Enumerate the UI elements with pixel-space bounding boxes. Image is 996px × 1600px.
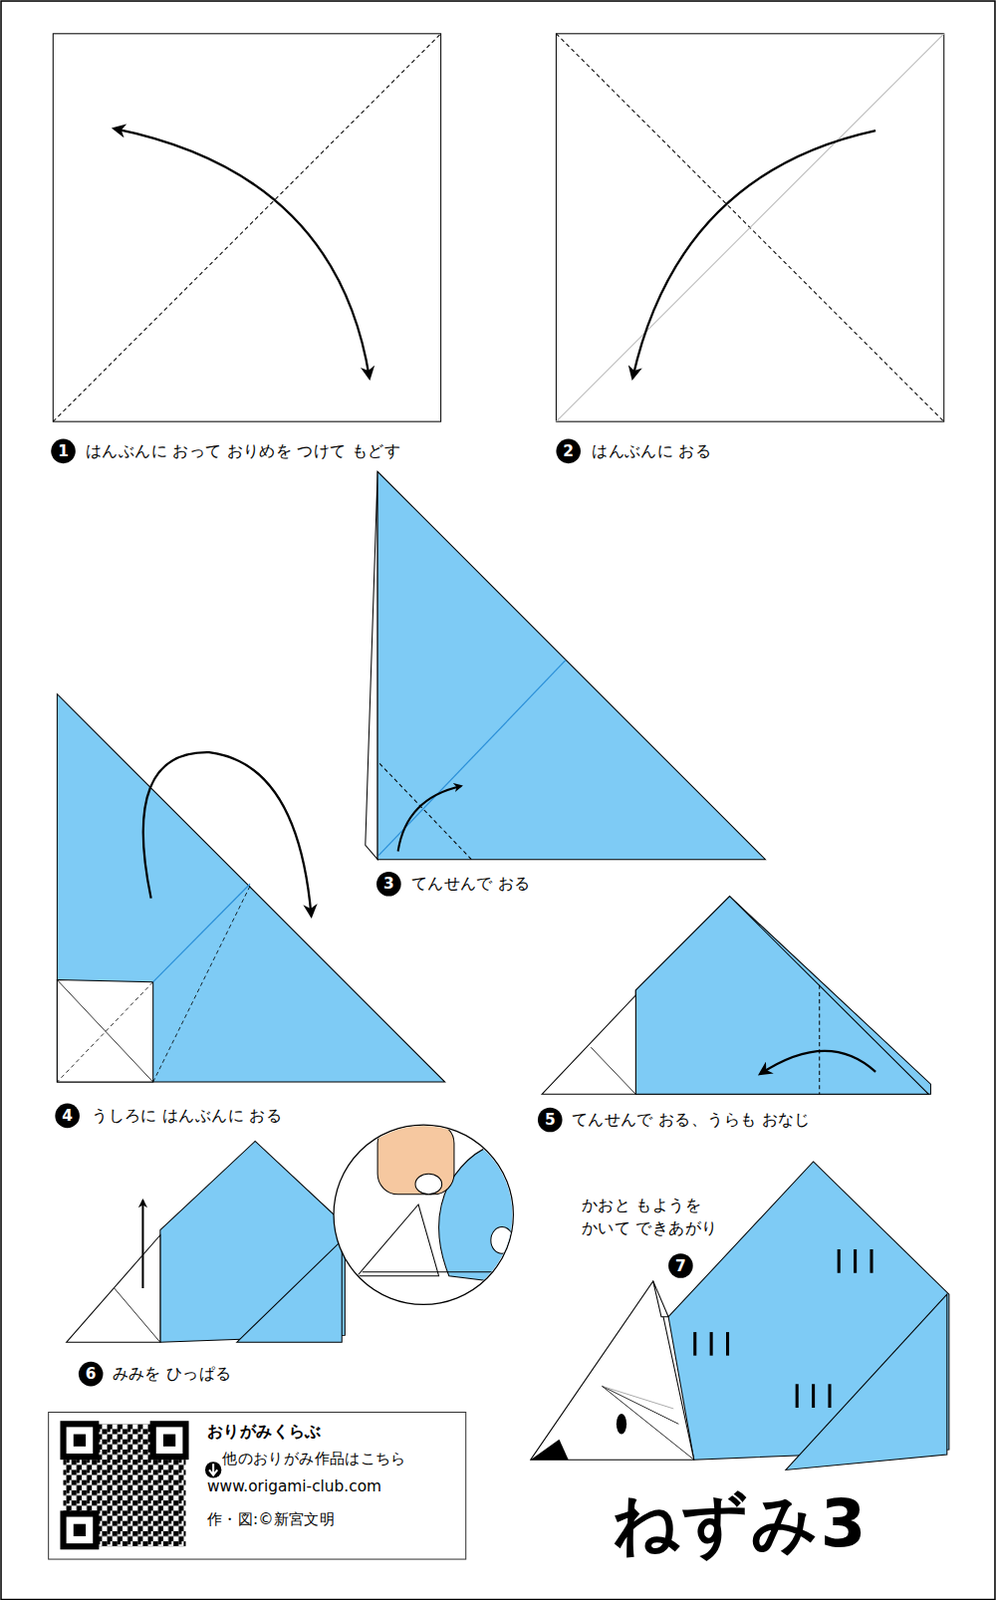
callout-number: 4 [55, 1106, 79, 1125]
step-caption: てんせんで おる、うらも おなじ [571, 1109, 811, 1130]
credit-box: おりがみくらぶ他のおりがみ作品はこちら www.origami-club.com 作… [47, 1411, 467, 1560]
callout-number: 5 [538, 1110, 562, 1129]
callout-number: 1 [51, 442, 75, 461]
credit-text: www.origami-club.com [207, 1477, 382, 1495]
step-caption: はんぶんに おって おりめを つけて もどす [85, 441, 401, 462]
callout-number: 6 [79, 1364, 103, 1383]
step-caption: てんせんで おる [411, 873, 531, 894]
callout-number: 3 [377, 874, 401, 893]
step-caption: はんぶんに おる [591, 441, 712, 462]
callout-number: 2 [556, 442, 580, 461]
credit-text: 作・図:©新宮文明 [207, 1508, 335, 1527]
step-caption: みみを ひっぱる [112, 1363, 233, 1384]
step-caption: うしろに はんぶんに おる [91, 1105, 282, 1126]
callout-number: 7 [669, 1255, 693, 1274]
site-name: おりがみくらぶ [207, 1421, 322, 1442]
credit-text: 他のおりがみ作品はこちら [222, 1449, 406, 1468]
step-caption: かおと もようを かいて できあがり [581, 1194, 750, 1239]
title: ねずみ3 [612, 1485, 869, 1564]
